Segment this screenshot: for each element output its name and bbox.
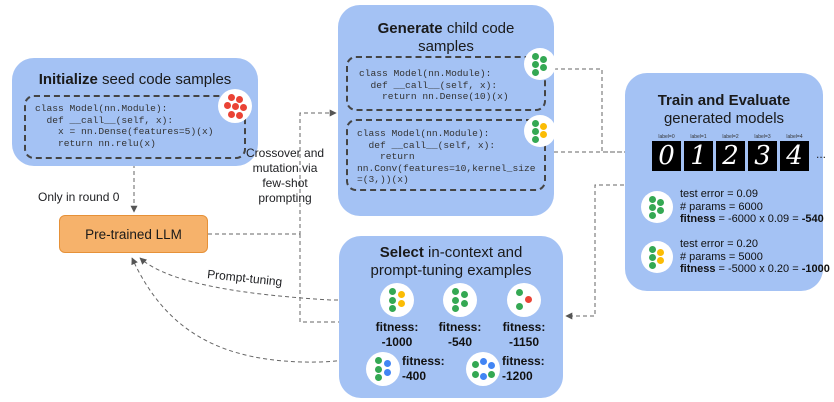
eval-model-2-icon — [641, 241, 673, 273]
initialize-title: Initialize seed code samples — [38, 71, 232, 88]
seed-code: class Model(nn.Module): def __call__(sel… — [35, 103, 214, 149]
select-fitness-1: fitness: -1000 — [375, 320, 419, 349]
child-model-1-icon — [524, 48, 556, 80]
select-model-3-icon — [507, 283, 541, 317]
arrow-prompt-tuning — [139, 257, 380, 301]
digit-image: 0 — [652, 141, 681, 171]
arrow-train-to-select — [565, 184, 624, 320]
child-model-2-icon — [524, 115, 556, 147]
child-code-1: class Model(nn.Module): def __call__(sel… — [359, 68, 509, 103]
eval-model-1-stats: test error = 0.09 # params = 6000 fitnes… — [680, 188, 824, 225]
select-model-5-icon — [466, 352, 500, 386]
seed-code-box: class Model(nn.Module): def __call__(sel… — [24, 95, 246, 159]
select-fitness-5: fitness: -1200 — [502, 354, 545, 383]
select-model-1-icon — [380, 283, 414, 317]
crossover-label: Crossover and mutation via few-shot prom… — [246, 146, 325, 205]
round0-label: Only in round 0 — [38, 190, 120, 204]
digit-image: 2 — [716, 141, 745, 171]
digits-more: ... — [816, 147, 827, 161]
pretrained-llm-box: Pre-trained LLM — [59, 215, 208, 253]
child-code-box-1: class Model(nn.Module): def __call__(sel… — [346, 56, 546, 111]
digit-image: 4 — [780, 141, 809, 171]
arrow-fewshot — [131, 257, 447, 363]
arrow-llm-to-generate — [208, 109, 337, 235]
eval-model-2-stats: test error = 0.20 # params = 5000 fitnes… — [680, 238, 830, 275]
initialize-panel: Initialize seed code samples class Model… — [12, 58, 258, 166]
select-fitness-4: fitness: -400 — [402, 354, 445, 383]
select-model-2-icon — [443, 283, 477, 317]
child-code-2: class Model(nn.Module): def __call__(sel… — [357, 128, 536, 186]
child-code-box-2: class Model(nn.Module): def __call__(sel… — [346, 119, 546, 191]
digit-image: 1 — [684, 141, 713, 171]
digit-image: 3 — [748, 141, 777, 171]
select-fitness-2: fitness: -540 — [438, 320, 482, 349]
select-model-4-icon — [366, 352, 400, 386]
seed-model-icon — [218, 89, 252, 123]
select-fitness-3: fitness: -1150 — [502, 320, 546, 349]
eval-model-1-icon — [641, 191, 673, 223]
